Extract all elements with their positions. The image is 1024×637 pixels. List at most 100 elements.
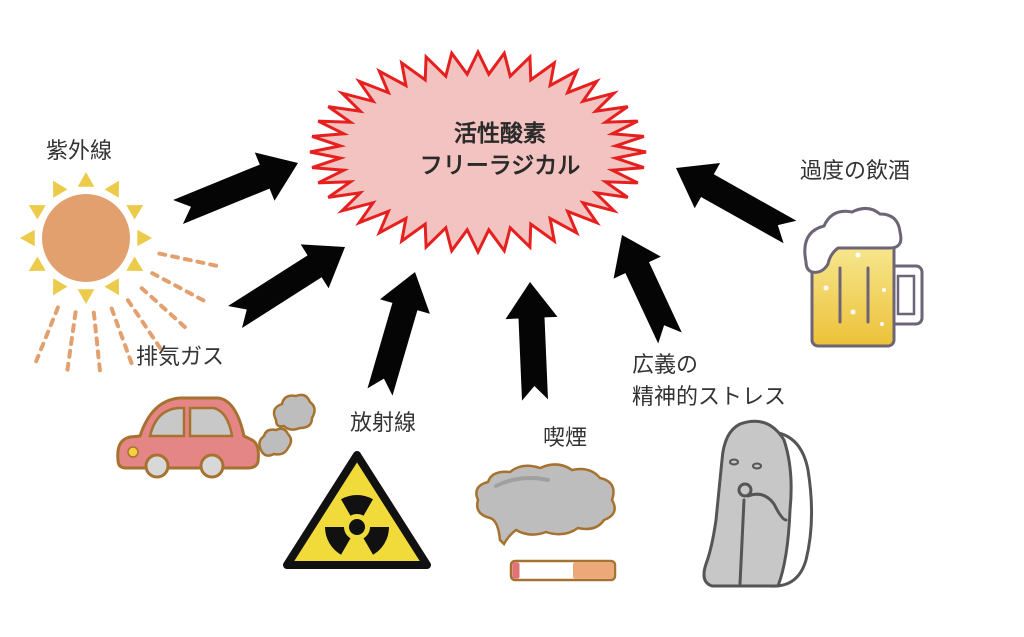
free-radical-starburst <box>309 48 647 256</box>
uv-dot <box>161 277 171 285</box>
uv-dot <box>67 348 73 359</box>
beer-bubble <box>880 322 884 326</box>
sun-ray <box>137 229 152 247</box>
smoke-cloud <box>475 463 616 547</box>
uv-dot <box>48 317 55 328</box>
car-wheel-rear <box>199 453 225 479</box>
label-smoking: 喫煙 <box>543 426 588 451</box>
person-body <box>702 419 793 588</box>
arrow-smoking <box>505 282 558 401</box>
uv-dot <box>159 303 168 312</box>
uv-dot <box>155 341 163 351</box>
uv-dot <box>114 318 121 329</box>
sun-ray <box>126 205 144 220</box>
arrow-radiation <box>367 272 430 396</box>
uv-dot <box>65 361 71 372</box>
uv-dot <box>39 341 46 352</box>
mug-handle-inner <box>896 274 916 316</box>
sun-ray <box>20 229 35 247</box>
uv-dot <box>173 283 183 291</box>
free-radical-label: 活性酸素 フリーラジカル <box>390 118 610 182</box>
sun-icon <box>20 172 219 373</box>
label-alcohol: 過度の飲酒 <box>800 159 911 184</box>
beer-bubble <box>823 285 829 291</box>
arrow-stress <box>613 235 682 344</box>
uv-dot <box>150 271 160 278</box>
sun-ray <box>28 256 46 271</box>
sun-rays <box>20 172 152 304</box>
trefoil-center <box>349 519 365 535</box>
uv-dot <box>170 254 180 260</box>
car-wheel-front <box>144 453 170 479</box>
center-line-1: 活性酸素 <box>454 121 546 147</box>
car-headlight <box>127 446 139 458</box>
beer-mug-icon <box>803 207 924 348</box>
radiation-warning-icon <box>283 451 431 569</box>
beer-foam <box>803 207 903 274</box>
uv-dot <box>34 353 41 364</box>
car-window-right <box>188 406 234 438</box>
uv-dot <box>196 295 206 303</box>
label-stress-line2: 精神的ストレス <box>632 385 787 410</box>
uv-dot <box>70 323 76 334</box>
uv-dot <box>208 262 219 268</box>
uv-dot <box>72 310 78 321</box>
uv-dot <box>127 355 134 365</box>
label-uv: 紫外線 <box>46 139 113 164</box>
arrow-uv <box>173 152 298 224</box>
uv-dot <box>43 329 51 340</box>
label-exhaust: 排気ガス <box>136 345 225 370</box>
uv-ray-dots <box>34 251 219 373</box>
uv-dot <box>94 336 100 347</box>
label-stress-line1: 広義の <box>632 353 699 378</box>
uv-dot <box>195 259 206 265</box>
cigarette-smoke-icon <box>475 463 617 582</box>
sun-ray <box>77 172 95 187</box>
sun-ray <box>28 205 46 220</box>
sun-ray <box>77 289 95 304</box>
sun-ray <box>53 180 68 198</box>
person-arm <box>746 492 788 522</box>
person-eye-right <box>752 462 762 470</box>
trefoil-blade <box>341 495 373 516</box>
uv-dot <box>149 294 158 303</box>
uv-dot <box>184 289 194 297</box>
person-hand <box>737 482 753 498</box>
uv-dot <box>95 349 101 360</box>
uv-dot <box>139 286 149 295</box>
trefoil-blade <box>325 527 351 555</box>
exhaust-cloud-small <box>258 427 293 457</box>
car-window-left <box>148 406 186 438</box>
uv-dot <box>97 362 102 373</box>
sun-ray <box>126 256 144 271</box>
sun-ray <box>104 278 119 296</box>
uv-dot <box>133 309 141 318</box>
uv-dot <box>118 330 125 341</box>
cigarette-filter <box>573 562 614 579</box>
arrows <box>173 152 797 401</box>
uv-dot <box>93 323 98 334</box>
uv-dot <box>147 330 156 340</box>
trefoil-blade <box>363 527 389 555</box>
uv-dot <box>123 343 129 353</box>
uv-dot <box>182 257 193 263</box>
car-exhaust-icon <box>116 393 316 479</box>
uv-dot <box>178 321 187 329</box>
smoke-shading <box>494 476 550 488</box>
uv-dot <box>91 310 97 321</box>
sun-disc <box>42 194 130 282</box>
sun-ray <box>53 278 68 296</box>
center-line-2: フリーラジカル <box>419 153 581 179</box>
uv-dot <box>157 251 168 257</box>
uv-dot <box>140 319 148 329</box>
uv-dot <box>69 336 74 346</box>
uv-dot <box>109 306 116 317</box>
cigarette-ember <box>512 562 520 579</box>
uv-dot <box>125 298 134 308</box>
person-leg-line <box>738 498 746 586</box>
person-eye-left <box>729 458 739 466</box>
beer-bubble <box>882 288 886 292</box>
label-radiation: 放射線 <box>350 411 417 436</box>
